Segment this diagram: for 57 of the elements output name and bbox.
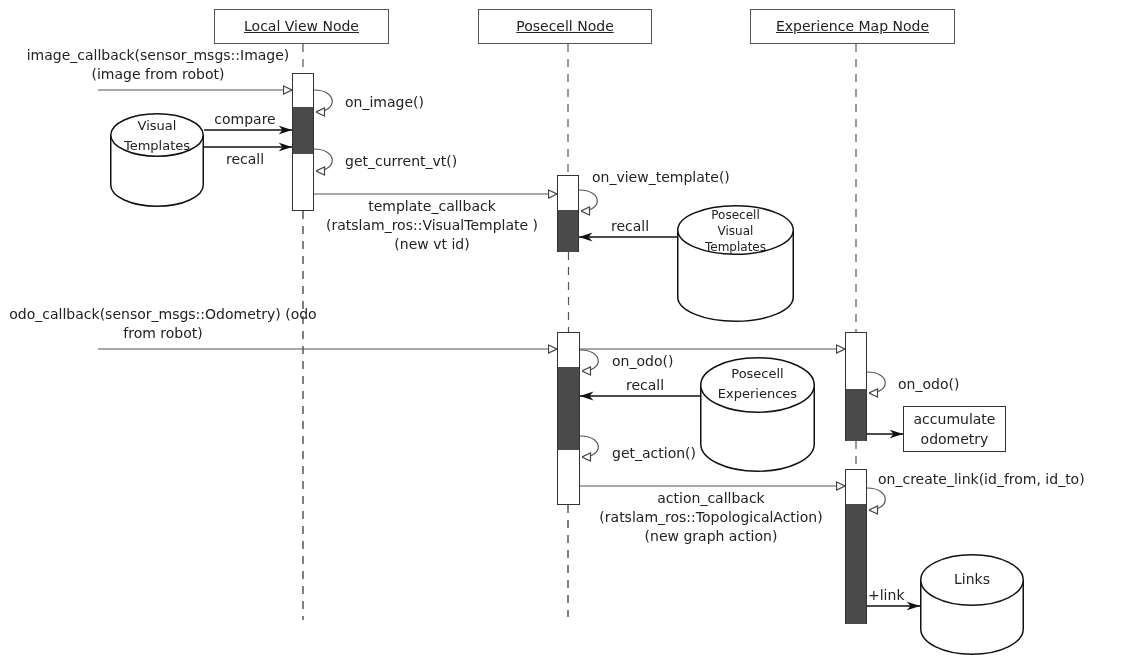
edge-label: on_view_template() — [592, 168, 730, 187]
database-cylinder — [700, 357, 815, 472]
message-arrow — [97, 344, 558, 354]
edge-label: on_image() — [345, 93, 424, 112]
message-arrow — [579, 344, 846, 354]
edge-label: recall — [624, 376, 666, 395]
self-call-arrow — [579, 349, 599, 375]
database-cylinder — [920, 554, 1024, 655]
edge-label: on_odo() — [612, 352, 674, 371]
self-call-arrow — [313, 148, 333, 175]
participant-name: Local View Node — [244, 17, 359, 36]
participant-name: Experience Map Node — [775, 17, 930, 36]
edge-label: on_odo() — [898, 375, 960, 394]
self-call-arrow — [866, 487, 886, 514]
cylinder-label: Posecell Experiences — [717, 366, 798, 401]
edge-label: image_callback(sensor_msgs::Image) (image from robot) — [25, 46, 291, 84]
self-call-arrow — [578, 189, 598, 215]
message-arrow — [313, 189, 558, 199]
message-arrow — [579, 391, 701, 401]
participant-box — [750, 9, 955, 44]
edge-label: odo_callback(sensor_msgs::Odometry) (odo from robot) — [8, 305, 318, 343]
message-arrow — [866, 601, 921, 611]
activation-bar — [557, 175, 579, 252]
self-call-arrow — [313, 89, 333, 116]
participant-box — [214, 9, 389, 44]
edge-label: recall — [224, 150, 266, 169]
cylinder-label: Links — [954, 571, 990, 587]
self-call-arrow — [579, 435, 599, 461]
process-label: accumulate odometry — [912, 410, 997, 449]
edge-label: recall — [609, 217, 651, 236]
cylinder-label: Posecell Visual Templates — [705, 208, 766, 254]
message-arrow — [203, 125, 293, 135]
edge-label: +link — [868, 586, 905, 605]
message-arrow — [579, 481, 846, 491]
activation-bar — [845, 332, 867, 441]
lifeline — [855, 43, 857, 333]
database-cylinder — [110, 113, 204, 207]
edge-label: compare — [213, 110, 277, 129]
edge-label: action_callback (ratslam_ros::TopologicalAction) (new graph action) — [598, 489, 824, 546]
cylinder-label: Visual Templates — [123, 118, 191, 153]
activation-bar — [557, 332, 580, 505]
edge-label: on_create_link(id_from, id_to) — [878, 470, 1085, 489]
message-arrow — [866, 429, 904, 439]
participant-name: Posecell Node — [516, 17, 614, 36]
message-arrow — [97, 85, 293, 95]
message-arrow — [203, 142, 293, 152]
self-call-arrow — [866, 371, 886, 397]
database-cylinder — [677, 205, 794, 322]
lifeline — [567, 251, 570, 333]
participant-box — [478, 9, 652, 44]
activation-bar — [845, 469, 867, 624]
edge-label: template_callback (ratslam_ros::VisualTemplate ) (new vt id) — [325, 197, 539, 254]
edge-label: get_current_vt() — [345, 152, 458, 171]
edge-label: get_action() — [612, 444, 696, 463]
activation-bar — [292, 73, 314, 211]
process-box — [903, 406, 1006, 452]
message-arrow — [578, 232, 678, 242]
